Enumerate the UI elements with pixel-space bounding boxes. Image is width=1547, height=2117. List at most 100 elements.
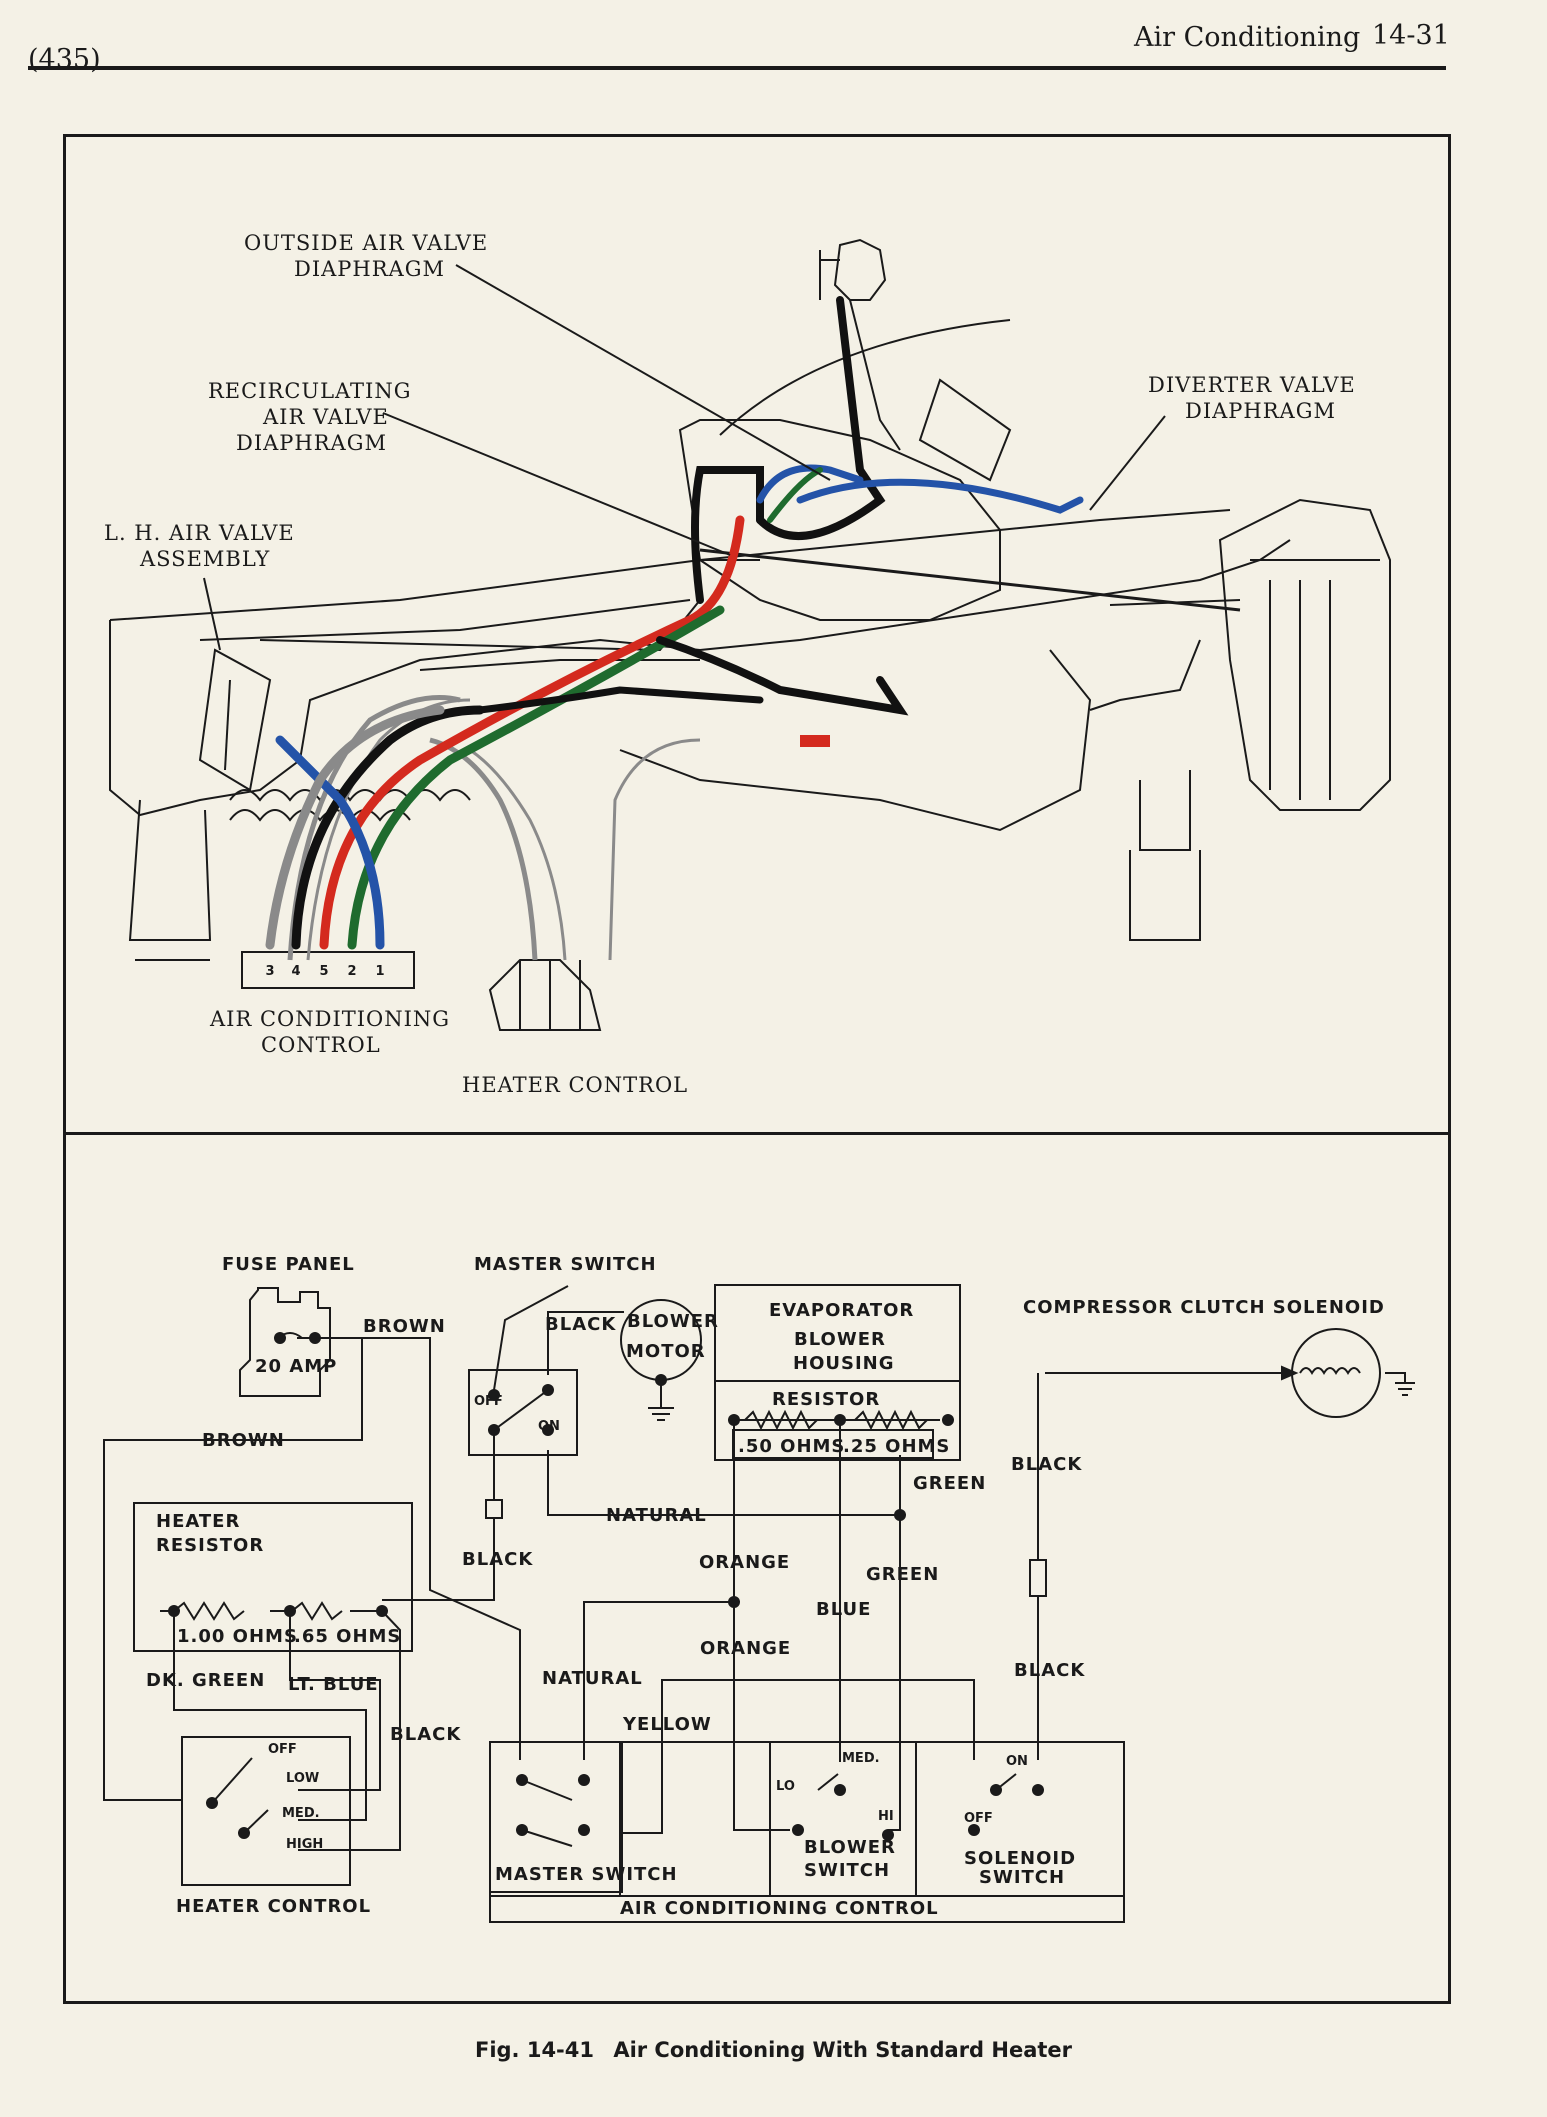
label-solenoid-2: SWITCH xyxy=(979,1867,1065,1888)
hose-black-3 xyxy=(291,705,485,950)
hose-black-outside xyxy=(756,296,886,540)
label-natural-1: NATURAL xyxy=(606,1505,707,1526)
master-switch-top xyxy=(468,1369,578,1456)
lh-air-valve xyxy=(198,648,272,792)
wire-black-heater xyxy=(298,1610,401,1851)
label-evap-2: BLOWER xyxy=(794,1329,886,1350)
evaporator-housing-box xyxy=(714,1284,961,1461)
label-heater-low: LOW xyxy=(286,1771,319,1786)
label-black-1: BLACK xyxy=(545,1314,616,1335)
flex-hose xyxy=(229,789,471,802)
heater-resistor-box xyxy=(133,1502,413,1652)
label-blower-switch-1: BLOWER xyxy=(804,1837,896,1858)
label-yellow: YELLOW xyxy=(622,1714,712,1735)
label-blower-2: MOTOR xyxy=(626,1341,706,1362)
label-sol-on: ON xyxy=(1006,1754,1028,1769)
label-brown-2: BROWN xyxy=(202,1430,285,1451)
hose-blue-diverter xyxy=(796,478,1084,514)
label-off-top: OFF xyxy=(474,1394,503,1409)
label-orange-1: ORANGE xyxy=(699,1552,790,1573)
label-heater-res-2: RESISTOR xyxy=(156,1535,264,1556)
label-hi: HI xyxy=(878,1809,894,1824)
terminal-5: 5 xyxy=(319,964,328,979)
wire-brown xyxy=(103,1337,363,1801)
label-blower-1: BLOWER xyxy=(627,1311,719,1332)
label-on-top: ON xyxy=(538,1419,560,1434)
wire-green xyxy=(888,1515,901,1831)
label-solenoid-1: SOLENOID xyxy=(964,1848,1076,1869)
label-green-2: GREEN xyxy=(866,1564,939,1585)
label-resistor: RESISTOR xyxy=(772,1389,880,1410)
label-brown-1: BROWN xyxy=(363,1316,446,1337)
label-recirc-3: DIAPHRAGM xyxy=(236,431,387,455)
label-green-1: GREEN xyxy=(913,1473,986,1494)
label-black-5: BLACK xyxy=(390,1724,461,1745)
figure-caption: Fig. 14-41 Air Conditioning With Standar… xyxy=(0,2038,1547,2062)
label-r65: .65 OHMS xyxy=(294,1626,401,1647)
label-heater-res-1: HEATER xyxy=(156,1511,240,1532)
label-20-amp: 20 AMP xyxy=(255,1356,337,1377)
label-med: MED. xyxy=(842,1751,880,1766)
label-master-switch-top: MASTER SWITCH xyxy=(474,1254,657,1275)
label-ac-control: AIR CONDITIONING CONTROL xyxy=(620,1898,939,1919)
heater-control-switch-box xyxy=(181,1736,351,1886)
label-heater-high: HIGH xyxy=(286,1837,323,1852)
right-outlet xyxy=(1129,850,1201,941)
label-orange-2: ORANGE xyxy=(700,1638,791,1659)
leader-recirc xyxy=(382,412,731,556)
terminal-3: 3 xyxy=(265,964,274,979)
label-recirc-1: RECIRCULATING xyxy=(208,379,412,403)
label-diverter-2: DIAPHRAGM xyxy=(1185,399,1336,423)
label-lo: LO xyxy=(776,1779,795,1794)
fuse-panel xyxy=(239,1287,331,1397)
label-outside-air-1: OUTSIDE AIR VALVE xyxy=(244,231,488,255)
section-page-number: 14-31 xyxy=(1372,20,1450,51)
label-r25: .25 OHMS xyxy=(843,1436,950,1457)
label-outside-air-2: DIAPHRAGM xyxy=(294,257,445,281)
label-heater-control: HEATER CONTROL xyxy=(176,1896,371,1917)
label-r50: .50 OHMS xyxy=(738,1436,845,1457)
hose-gray-2 xyxy=(265,705,445,950)
label-r100: 1.00 OHMS xyxy=(177,1626,298,1647)
blower-housing xyxy=(678,419,1001,621)
label-master-switch-bottom: MASTER SWITCH xyxy=(495,1864,678,1885)
left-outlet xyxy=(128,799,212,941)
blower-motor xyxy=(918,378,1012,482)
figure-number: Fig. 14-41 xyxy=(474,2038,594,2062)
label-lh-valve-2: ASSEMBLY xyxy=(139,547,270,571)
wire-yellow xyxy=(620,1679,975,1834)
section-title: Air Conditioning xyxy=(1134,22,1361,53)
label-ac-control-1: AIR CONDITIONING xyxy=(209,1007,450,1031)
figure-frame xyxy=(63,134,1451,2004)
hose-blue-1 xyxy=(275,735,385,950)
label-evap-3: HOUSING xyxy=(793,1353,894,1374)
label-fuse-panel: FUSE PANEL xyxy=(222,1254,355,1275)
figure-divider xyxy=(63,1132,1451,1135)
label-heater-med: MED. xyxy=(282,1806,320,1821)
figure-title: Air Conditioning With Standard Heater xyxy=(613,2038,1073,2062)
terminal-1: 1 xyxy=(375,964,384,979)
label-evap-1: EVAPORATOR xyxy=(769,1300,914,1321)
terminal-2: 2 xyxy=(347,964,356,979)
label-lt-blue: LT. BLUE xyxy=(288,1674,379,1695)
label-recirc-2: AIR VALVE xyxy=(262,405,389,429)
wire-lt-blue xyxy=(289,1611,381,1791)
ac-control-head xyxy=(241,951,415,989)
leader-outside-air xyxy=(455,264,831,481)
label-blower-switch-2: SWITCH xyxy=(804,1860,890,1881)
label-sol-off: OFF xyxy=(964,1811,993,1826)
label-natural-2: NATURAL xyxy=(542,1668,643,1689)
label-heater-off: OFF xyxy=(268,1742,297,1757)
wire-dk-green xyxy=(173,1611,367,1821)
header-rule xyxy=(28,66,1446,70)
leader-diverter xyxy=(1089,415,1166,511)
label-ac-control-2: CONTROL xyxy=(261,1033,381,1057)
label-compressor: COMPRESSOR CLUTCH SOLENOID xyxy=(1023,1297,1385,1318)
duct-outline xyxy=(109,620,701,817)
label-black-2: BLACK xyxy=(1011,1454,1082,1475)
evaporator-housing xyxy=(1218,498,1391,811)
label-black-3: BLACK xyxy=(462,1549,533,1570)
leader-lh-valve xyxy=(203,577,221,651)
